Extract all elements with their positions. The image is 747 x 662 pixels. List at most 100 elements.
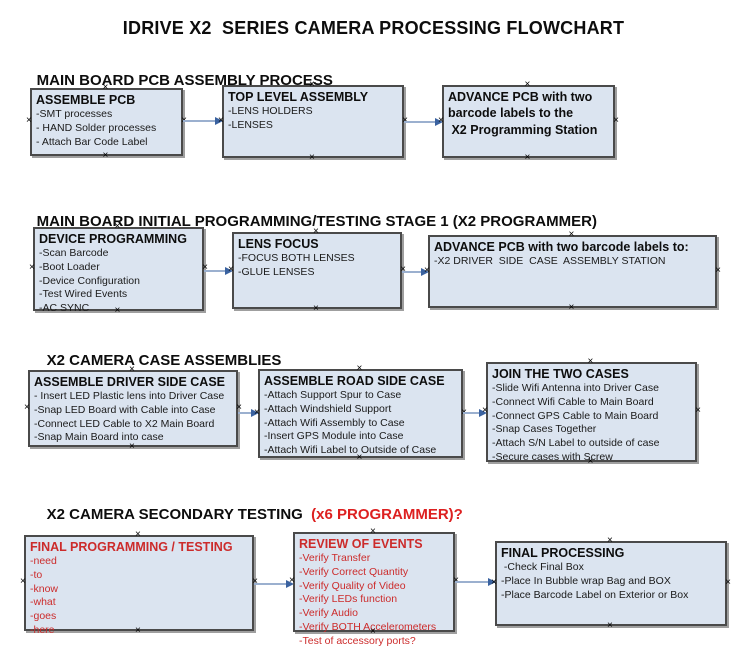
box-item: -Place In Bubble wrap Bag and BOX (501, 574, 671, 587)
box-item: -Verify Transfer (299, 552, 371, 564)
box-item: -LENS HOLDERS (228, 105, 313, 117)
box-title: ADVANCE PCB with two (448, 90, 593, 104)
box-item: -Slide Wifi Antenna into Driver Case (492, 382, 659, 394)
box-item: -Verify Correct Quantity (299, 565, 409, 578)
box-item: -X2 DRIVER SIDE CASE ASSEMBLY STATION (434, 255, 666, 267)
connection-point-icon (569, 230, 575, 240)
box-title: FINAL PROGRAMMING / TESTING (30, 540, 233, 554)
flow-box-advance-pcb-driver-side: ADVANCE PCB with two barcode labels to: … (428, 235, 717, 308)
connection-point-icon (491, 578, 497, 588)
box-item: barcode labels to the (448, 106, 574, 120)
section-header-label: X2 CAMERA SECONDARY TESTING (46, 506, 312, 523)
connection-point-icon (228, 265, 234, 275)
box-items: -Attach Support Spur to Case-Attach Wind… (264, 389, 458, 458)
box-item: -Snap LED Board with Cable into Case (34, 403, 216, 416)
connection-point-icon (695, 406, 701, 416)
box-item: - Insert LED Plastic lens into Driver Ca… (34, 390, 225, 402)
box-item: -to (30, 568, 43, 581)
box-item: -Attach Windshield Support (264, 402, 392, 415)
box-item: -LENSES (228, 118, 273, 131)
box-item: -Verify Audio (299, 607, 358, 620)
section-header-label: MAIN BOARD PCB ASSEMBLY PROCESS (36, 72, 333, 89)
connector-line (455, 580, 488, 583)
connection-point-icon (588, 357, 594, 367)
box-items: -Slide Wifi Antenna into Driver Case -Con… (492, 382, 692, 465)
connection-point-icon (313, 304, 319, 314)
box-item: -Attach Support Spur to Case (264, 389, 402, 401)
section-header-red-label: (x6 PROGRAMMER)? (311, 506, 463, 523)
connection-point-icon (607, 536, 613, 546)
box-item: -Verify Quality of Video (299, 579, 406, 592)
flow-box-advance-pcb-programming: ADVANCE PCB with two barcode labels to t… (442, 85, 615, 158)
box-item: -Scan Barcode (39, 247, 109, 259)
connection-point-icon (218, 116, 224, 126)
box-item: -FOCUS BOTH LENSES (238, 252, 355, 264)
connection-point-icon (129, 365, 135, 375)
connection-point-icon (24, 403, 30, 413)
box-items: -X2 DRIVER SIDE CASE ASSEMBLY STATION (434, 255, 712, 269)
connection-point-icon (357, 453, 363, 463)
connection-point-icon (370, 527, 376, 537)
connection-point-icon (135, 626, 141, 636)
box-items: -LENS HOLDERS-LENSES (228, 105, 399, 133)
box-title: ASSEMBLE DRIVER SIDE CASE (34, 375, 226, 389)
section-header-label: X2 CAMERA CASE ASSEMBLIES (46, 352, 282, 369)
section-header-case-assemblies: X2 CAMERA CASE ASSEMBLIES (30, 335, 282, 386)
box-item: -Test of accessory ports? (299, 634, 416, 647)
box-item: - HAND Solder processes (36, 121, 157, 134)
connection-point-icon (29, 263, 35, 273)
box-items: -Check Final Box-Place In Bubble wrap Ba… (501, 561, 722, 602)
box-items: - Insert LED Plastic lens into Driver Ca… (34, 390, 233, 445)
box-item: -Check Final Box (501, 561, 584, 573)
connection-point-icon (370, 627, 376, 637)
box-title: JOIN THE TWO CASES (492, 367, 629, 381)
box-title: TOP LEVEL ASSEMBLY (228, 90, 369, 104)
box-item: -goes (30, 610, 57, 623)
flow-box-device-programming: DEVICE PROGRAMMING -Scan Barcode-Boot Lo… (33, 227, 204, 314)
flow-box-review-of-events: REVIEW OF EVENTS -Verify Transfer-Verify… (293, 532, 455, 647)
flow-box-top-level-assembly: TOP LEVEL ASSEMBLY -LENS HOLDERS-LENSES (222, 85, 404, 158)
box-item: -what (30, 596, 56, 609)
box-item: -need (30, 555, 57, 567)
box-item: X2 Programming Station (448, 123, 598, 137)
connection-point-icon (715, 266, 721, 276)
box-items: -need-to-know-what-goes-here (30, 555, 249, 638)
section-header-label: MAIN BOARD INITIAL PROGRAMMING/TESTING S… (36, 213, 597, 230)
connection-point-icon (482, 406, 488, 416)
connector-line (238, 411, 251, 414)
connection-point-icon (424, 266, 430, 276)
box-item: -Insert GPS Module into Case (264, 430, 404, 443)
box-item: -GLUE LENSES (238, 265, 315, 278)
connector-line (254, 582, 286, 585)
section-header-secondary-testing: X2 CAMERA SECONDARY TESTING (x6 PROGRAMM… (30, 489, 463, 540)
flow-box-join-the-two-cases: JOIN THE TWO CASES -Slide Wifi Antenna i… (486, 362, 697, 465)
box-item: -Connect GPS Cable to Main Board (492, 409, 659, 422)
connection-point-icon (607, 621, 613, 631)
box-item: -Boot Loader (39, 260, 100, 273)
connector-line (204, 269, 225, 272)
connector-line (402, 270, 421, 273)
box-item: -know (30, 582, 59, 595)
box-item: - Attach Bar Code Label (36, 135, 148, 148)
flow-connector (183, 116, 223, 125)
box-item: -Connect LED Cable to X2 Main Board (34, 417, 215, 430)
box-item: -Verify BOTH Accelerometers (299, 620, 437, 633)
connection-point-icon (115, 222, 121, 232)
flow-box-final-processing: FINAL PROCESSING -Check Final Box-Place … (495, 541, 727, 626)
connection-point-icon (725, 578, 731, 588)
box-title: ASSEMBLE ROAD SIDE CASE (264, 374, 445, 388)
connector-line (463, 411, 479, 414)
box-items: -Scan Barcode-Boot Loader-Device Configu… (39, 247, 199, 316)
box-title: FINAL PROCESSING (501, 546, 625, 560)
box-title: DEVICE PROGRAMMING (39, 232, 187, 246)
connection-point-icon (103, 83, 109, 93)
box-item: -Snap Cases Together (492, 423, 597, 436)
box-item: -here (30, 623, 55, 636)
box-item: -Test Wired Events (39, 288, 128, 301)
box-item: -Device Configuration (39, 274, 140, 287)
connection-point-icon (357, 364, 363, 374)
connection-point-icon (613, 116, 619, 126)
flow-box-assemble-pcb: ASSEMBLE PCB -SMT processes- HAND Solder… (30, 88, 183, 156)
box-item: -SMT processes (36, 108, 113, 120)
